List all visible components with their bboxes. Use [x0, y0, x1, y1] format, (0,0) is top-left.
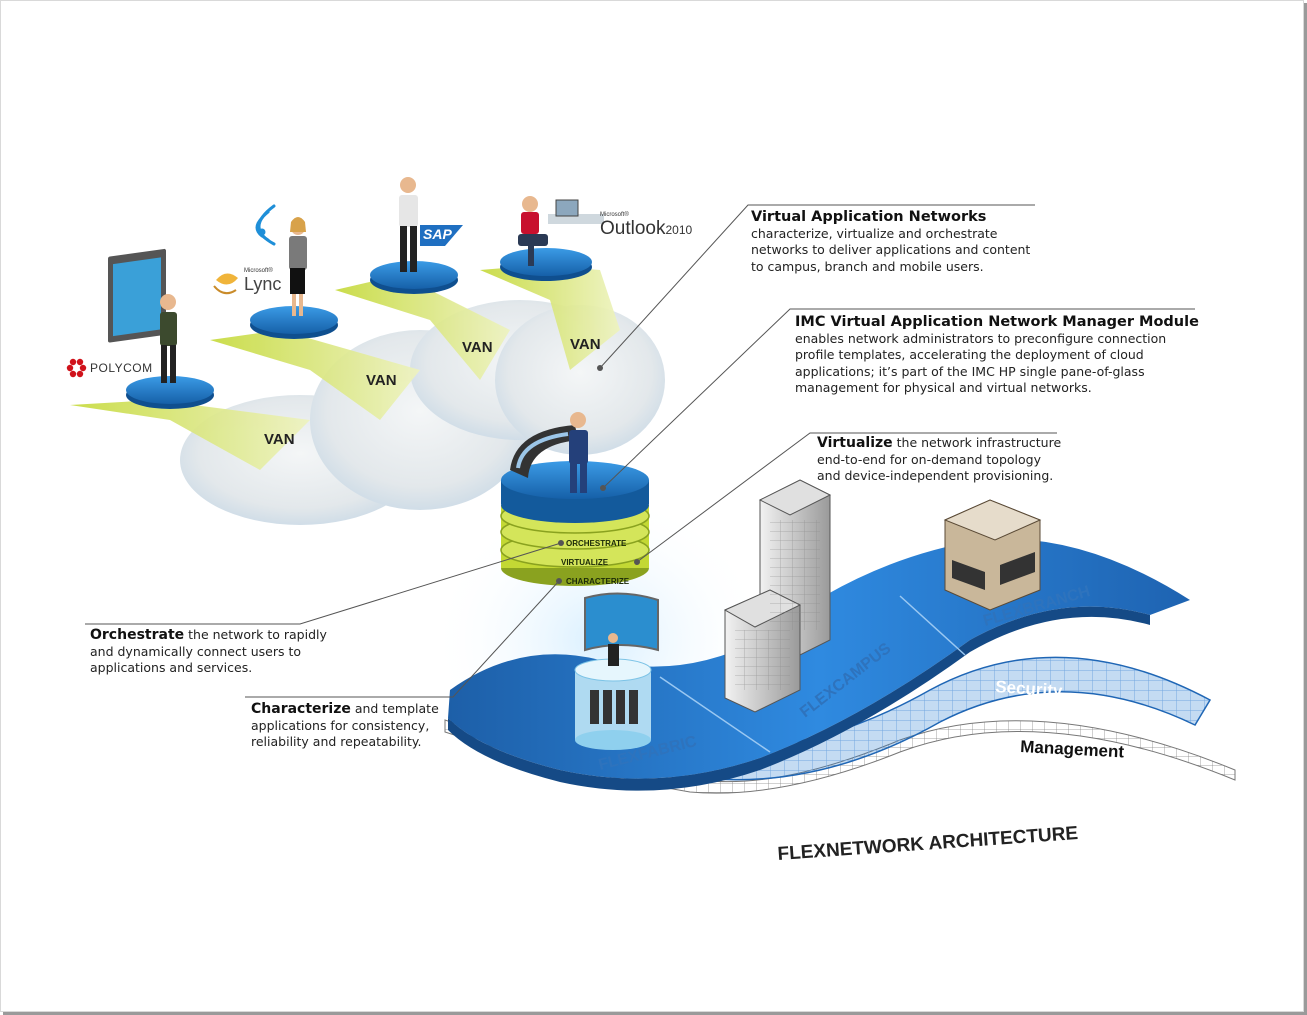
sap-logo-icon — [420, 225, 463, 246]
callout-line: management for physical and virtual netw… — [795, 380, 1092, 395]
callout-line: and device-independent provisioning. — [817, 468, 1054, 483]
callout-line: networks to deliver applications and con… — [751, 242, 1031, 257]
callout-imc-module: IMC Virtual Application Network Manager … — [795, 314, 1199, 397]
virtualize-label: VIRTUALIZE — [561, 558, 609, 567]
van-label: VAN — [570, 336, 601, 353]
van-label: VAN — [366, 372, 397, 389]
callout-dots — [556, 365, 640, 584]
outlook-logo: Microsoft® Outlook2010 — [600, 212, 692, 240]
architecture-title: FLEXNETWORK ARCHITECTURE — [777, 823, 1079, 865]
callout-leader-lines — [85, 204, 1195, 698]
sap-text: SAP — [423, 226, 452, 242]
orchestration-stack — [500, 412, 650, 586]
callout-first-line: Characterize and template — [251, 701, 439, 718]
polycom-logo-icon — [66, 358, 87, 378]
callout-line: applications and services. — [90, 660, 253, 675]
lync-small-text: Microsoft® — [244, 268, 273, 274]
van-beams — [70, 265, 620, 470]
callout-line: applications; it’s part of the IMC HP si… — [795, 363, 1145, 379]
outlook-wordmark: Outlook2010 — [600, 219, 692, 240]
callout-line: the network infrastructure — [892, 435, 1062, 450]
polycom-logo: POLYCOM — [90, 361, 153, 375]
lync-logo: Microsoft® Lync — [244, 268, 281, 293]
callout-first-line: Orchestrate the network to rapidly — [90, 627, 327, 644]
polycom-text: POLYCOM — [90, 361, 153, 375]
callout-virtual-application-networks: Virtual Application Networks characteriz… — [751, 209, 1030, 275]
callout-line: to campus, branch and mobile users. — [751, 258, 984, 274]
callout-first-line: Virtualize the network infrastructure — [817, 435, 1061, 452]
management-label: Management — [1020, 737, 1125, 761]
callout-line: applications for consistency, — [251, 717, 430, 733]
user-platforms — [126, 248, 592, 409]
callout-line: and template — [350, 701, 439, 716]
callout-title: IMC Virtual Application Network Manager … — [795, 314, 1199, 330]
user-figures — [108, 177, 604, 383]
callout-line: the network to rapidly — [184, 627, 327, 642]
lync-logo-icon — [213, 273, 238, 295]
callout-keyword: Virtualize — [817, 435, 893, 451]
van-label: VAN — [264, 431, 295, 448]
flexcampus-buildings — [723, 479, 832, 713]
callout-line: and dynamically connect users to — [90, 643, 302, 659]
outlook-version: 2010 — [665, 223, 693, 237]
callout-characterize: Characterize and template applications f… — [251, 701, 439, 751]
wifi-icon — [255, 204, 276, 246]
callout-keyword: Orchestrate — [90, 627, 185, 643]
van-label: VAN — [462, 339, 493, 356]
characterize-label: CHARACTERIZE — [566, 577, 630, 586]
lync-text: Lync — [244, 274, 282, 294]
flexbranch-building — [943, 499, 1042, 611]
outlook-small-text: Microsoft® — [600, 212, 629, 218]
orchestrate-label: ORCHESTRATE — [566, 539, 627, 548]
callout-line: end-to-end for on-demand topology — [817, 451, 1041, 467]
security-label: Security — [995, 677, 1064, 701]
callout-line: reliability and repeatability. — [251, 734, 422, 749]
callout-line: profile templates, accelerating the depl… — [795, 347, 1144, 362]
callout-orchestrate: Orchestrate the network to rapidly and d… — [90, 627, 327, 677]
callout-line: characterize, virtualize and orchestrate — [751, 225, 998, 241]
callout-keyword: Characterize — [251, 701, 351, 717]
callout-virtualize: Virtualize the network infrastructure en… — [817, 435, 1061, 485]
callout-line: enables network administrators to precon… — [795, 330, 1167, 346]
callout-title: Virtual Application Networks — [751, 209, 987, 225]
outlook-text: Outlook — [600, 218, 666, 239]
flexfabric-datacenter — [574, 592, 659, 750]
sap-logo: SAP — [423, 226, 452, 242]
